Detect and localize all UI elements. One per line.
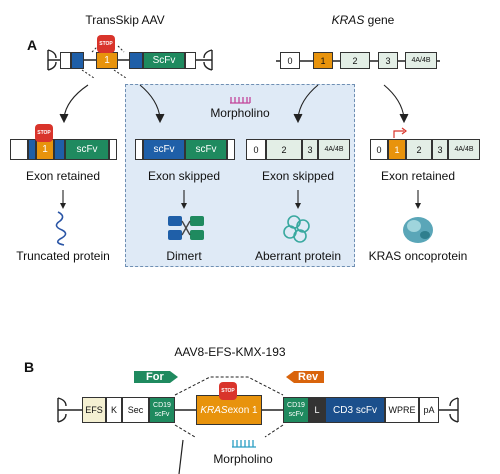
kras-exon-4ab: 4A/4B — [405, 52, 437, 69]
kras-exon-3: 3 — [378, 52, 398, 69]
retained-kras-exon-1: 1 — [388, 139, 406, 160]
retained-kras-exon-3: 3 — [432, 139, 448, 160]
retained-kras-exon-0: 0 — [370, 139, 388, 160]
skipped-mid-caption: Exon skipped — [147, 169, 221, 183]
skipped-end — [227, 139, 235, 160]
kras-exon-2: 2 — [340, 52, 370, 69]
panel-b-letter: B — [24, 359, 35, 375]
linker-l: L — [309, 397, 325, 423]
cd3-scfv: CD3 scFv — [325, 397, 385, 423]
skipped-white — [135, 139, 143, 160]
kras-exon1-block: KRAS exon 1 — [196, 395, 262, 425]
morpholino-label-b: Morpholino — [213, 452, 273, 466]
kras-exon-italic: KRAS — [200, 404, 228, 416]
retained-right-caption: Exon retained — [380, 169, 456, 183]
cd19-scfv-right: CD19 scFv — [283, 397, 309, 423]
skipped-scfv-1: scFv — [143, 139, 185, 160]
polya: pA — [419, 397, 439, 423]
stop-sign-icon-b: STOP — [219, 382, 237, 400]
cd19-right-bottom: scFv — [288, 411, 304, 418]
wpre: WPRE — [385, 397, 419, 423]
truncated-protein-icon — [55, 211, 67, 246]
retained-left-caption: Exon retained — [25, 169, 101, 183]
skipped-kras-exon-2: 2 — [266, 139, 302, 160]
retained-left-blue — [28, 139, 36, 160]
for-primer-label: For — [146, 371, 164, 383]
efs-promoter: EFS — [82, 397, 106, 423]
kras-gene-title: KRAS gene — [332, 13, 395, 27]
transskip-white-block-end — [185, 52, 196, 69]
kozak-k: K — [106, 397, 122, 423]
construct-title: AAV8-EFS-KMX-193 — [174, 345, 286, 359]
transskip-white-block — [60, 52, 71, 69]
retained-kras-exon-2: 2 — [406, 139, 432, 160]
aberrant-protein-label: Aberrant protein — [254, 249, 342, 263]
morpholino-label-a: Morpholino — [210, 106, 270, 120]
kras-exon-1: 1 — [313, 52, 333, 69]
rev-primer-arrow — [286, 371, 324, 383]
cd19-scfv-left: CD19 scFv — [149, 397, 175, 423]
kras-oncoprotein-label: KRAS oncoprotein — [368, 249, 468, 263]
kras-oncoprotein-icon — [403, 217, 433, 243]
cd19-right-top: CD19 — [287, 402, 305, 409]
retained-left-exon1: 1 — [36, 139, 54, 160]
cd19-left-top: CD19 — [153, 402, 171, 409]
transskip-blue-block-2 — [129, 52, 143, 69]
truncated-protein-label: Truncated protein — [16, 249, 110, 263]
stop-sign-icon-left: STOP — [35, 124, 53, 142]
retained-left-scfv: scFv — [65, 139, 109, 160]
retained-left-white — [10, 139, 28, 160]
transskip-scfv: ScFv — [143, 52, 185, 69]
transskip-blue-block — [71, 52, 84, 69]
skipped-kras-exon-4ab: 4A/4B — [318, 139, 350, 160]
rev-primer-label: Rev — [298, 371, 319, 383]
skipped-scfv-2: scFv — [185, 139, 227, 160]
panel-a-letter: A — [27, 37, 38, 53]
retained-left-blue-2 — [54, 139, 65, 160]
kras-title-italic: KRAS — [331, 13, 365, 27]
dimert-icon — [168, 216, 204, 240]
skipped-kras-caption: Exon skipped — [261, 169, 335, 183]
retained-left-end — [109, 139, 117, 160]
skipped-kras-exon-0: 0 — [246, 139, 266, 160]
kras-exon-0: 0 — [280, 52, 300, 69]
retained-kras-exon-4ab: 4A/4B — [448, 139, 480, 160]
kras-title-suffix: gene — [364, 13, 395, 27]
transskip-exon1: 1 — [96, 52, 118, 69]
transskip-title: TransSkip AAV — [85, 13, 165, 27]
secretion-signal: Sec — [122, 397, 149, 423]
for-primer-arrow — [134, 371, 178, 383]
stop-sign-icon: STOP — [97, 35, 115, 53]
cd19-left-bottom: scFv — [154, 411, 170, 418]
aberrant-protein-icon — [283, 215, 310, 243]
skipped-kras-exon-3: 3 — [302, 139, 318, 160]
kras-exon-suffix: exon 1 — [227, 404, 258, 416]
dimert-label: Dimert — [166, 249, 202, 263]
